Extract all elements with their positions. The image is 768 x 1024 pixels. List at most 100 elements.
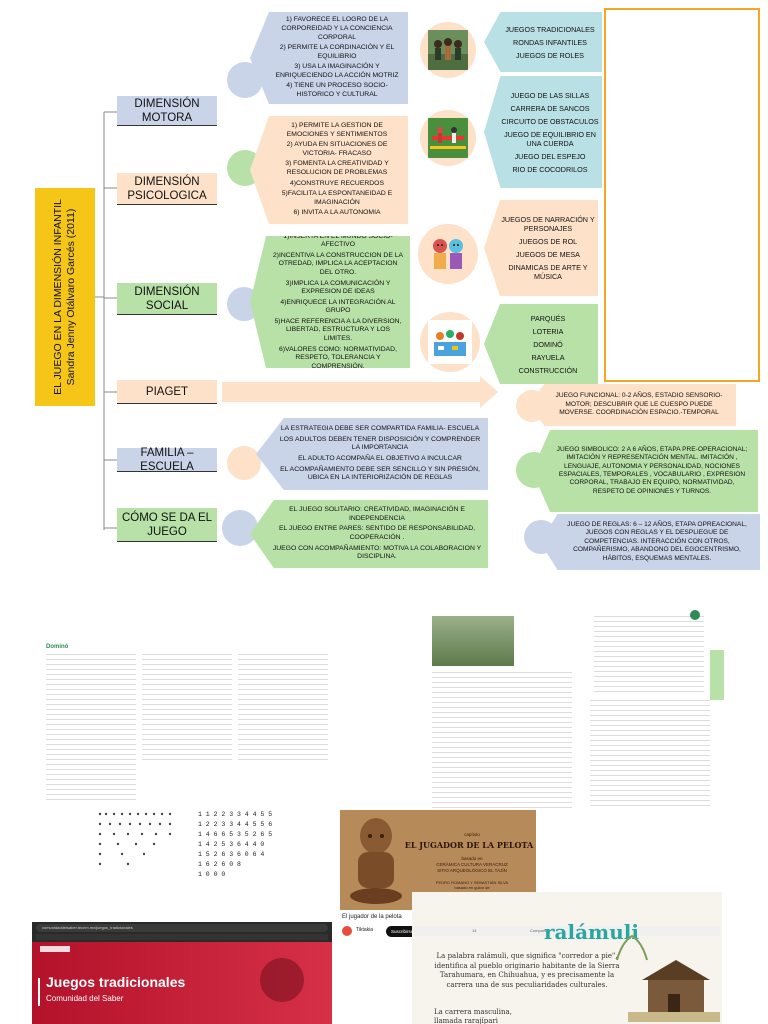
game-item: RAYUELA [531, 352, 565, 362]
familia-point: EL ADULTO ACOMPAÑA EL OBJETIVO A INCULCA… [298, 455, 462, 462]
stage-simbolico: JUEGO SIMBOLICO: 2 A 6 AÑOS, ETAPA PRE-O… [532, 430, 758, 512]
likes-count[interactable]: 14 [472, 928, 477, 933]
piaget-arrow [222, 376, 498, 408]
doc-column-3 [238, 654, 328, 764]
textbook-text-right [594, 616, 704, 696]
game-item: DOMINÓ [533, 339, 563, 349]
circuit-game-icon [428, 118, 468, 158]
motora-point: 1) FAVORECE EL LOGRO DE LA CORPOREIDAD Y… [281, 16, 393, 41]
psicologica-point: 3) FOMENTA LA CREATIVIDAD Y RESOLUCION D… [285, 160, 389, 176]
motora-points: 1) FAVORECE EL LOGRO DE LA CORPOREIDAD Y… [250, 12, 408, 104]
domino-document: Dominó 1 1 2 2 3 3 4 4 5 5 1 2 2 3 3 4 4… [42, 640, 342, 880]
games-list-3: JUEGOS DE NARRACIÓN Y PERSONAJES JUEGOS … [484, 200, 598, 296]
banner-decor-circle [260, 958, 304, 1002]
motora-point: 3) USA LA IMAGINACIÓN Y ENRIQUECIENDO LA… [275, 63, 399, 79]
book-sub-line: SITIO ARQUEOLÓGICO EL TAJÍN [437, 868, 507, 873]
title-accent-bar [38, 978, 40, 1006]
social-point: 2)INCENTIVA LA CONSTRUCCION DE LA OTREDA… [272, 251, 404, 276]
game-item: JUEGO DEL ESPEJO [514, 151, 586, 161]
familia-point: EL ACOMPAÑAMIENTO DEBE SER SENCILLO Y SI… [280, 465, 480, 482]
game-item: JUEGOS DE NARRACIÓN Y PERSONAJES [501, 215, 595, 233]
motora-point: 2) PERMITE LA CORDINACIÓN Y EL EQUILIBRI… [279, 44, 395, 60]
matrix-row: 1 4 2 5 3 6 4 4 0 [198, 841, 265, 848]
tradicionales-subtitle: Comunidad del Saber [46, 994, 124, 1003]
como-point: EL JUEGO ENTRE PARES: SENTIDO DE RESPONS… [278, 525, 476, 541]
doc-heading: Dominó [46, 644, 69, 650]
social-point: 4)ENRIQUECE LA INTEGRACIÓN AL GRUPO [280, 298, 396, 315]
psicologica-points: 1) PERMITE LA GESTION DE EMOCIONES Y SEN… [250, 116, 408, 224]
psicologica-point: 6) INVITA A LA AUTONOMIA [293, 209, 381, 217]
como-points: EL JUEGO SOLITARIO: CREATIVIDAD, IMAGINA… [250, 500, 488, 568]
textbook-spread [428, 610, 728, 820]
doc-column-1 [46, 654, 136, 804]
photo-circuit-circle [420, 110, 476, 166]
book-author-line: basado en guion de [454, 885, 490, 891]
dimension-social: DIMENSIÓN SOCIAL [117, 283, 217, 315]
book-subtitle: basado en CERÁMICA CULTURA VERACRUZ SITI… [410, 856, 534, 874]
village-illustration-icon [628, 960, 720, 1022]
game-item: JUEGO DE LAS SILLAS [510, 90, 590, 100]
plant-illustration-icon [616, 934, 648, 961]
game-item: LOTERIA [532, 326, 564, 336]
browser-address-bar[interactable]: comunidaddelsaber.tecnm.mx/juegos_tradic… [36, 924, 328, 932]
textbook-photo [432, 616, 514, 666]
matrix-row: 1 2 2 3 3 4 4 5 5 6 [198, 821, 273, 828]
dimension-familia-escuela: FAMILIA – ESCUELA [117, 447, 217, 473]
matrix-row: 1 4 6 6 5 3 5 2 6 5 [198, 831, 273, 838]
board-game-icon [428, 320, 472, 364]
games-list-2: JUEGO DE LAS SILLAS CARRERA DE SANCOS CI… [484, 76, 602, 188]
browser-window: comunidaddelsaber.tecnm.mx/juegos_tradic… [32, 922, 332, 1024]
social-point: 6)VALORES COMO: NORMATIVIDAD, RESPETO, T… [279, 345, 397, 370]
site-logo [40, 946, 70, 952]
children-playing-icon [428, 30, 468, 70]
domino-matrix: 1 1 2 2 3 3 4 4 5 5 1 2 2 3 3 4 4 5 5 6 … [198, 810, 272, 880]
stage-funcional: JUEGO FUNCIONAL: 0-2 AÑOS, ESTADIO SENSO… [528, 384, 736, 426]
familia-point: LOS ADULTOS DEBEN TENER DISPOSICIÓN Y CO… [279, 435, 481, 452]
game-item: PARQUÉS [530, 313, 566, 323]
decor-circle [222, 510, 258, 546]
psicologica-point: 4)CONSTRUYE RECUERDOS [289, 179, 385, 187]
subscribe-button[interactable]: Suscribirse [386, 926, 419, 937]
matrix-row: 1 1 2 2 3 3 4 4 5 5 [198, 811, 273, 818]
game-item: CIRCUITO DE OBSTACULOS [501, 116, 599, 126]
photo-children-circle [420, 22, 476, 78]
como-point: JUEGO CON ACOMPAÑAMIENTO: MOTIVA LA COLA… [272, 544, 482, 561]
connector-lines [95, 111, 117, 530]
psicologica-point: 2) AYUDA EN SITUACIONES DE VICTORIA- FRA… [286, 141, 388, 157]
stage-reglas: JUEGO DE REGLAS: 6 – 12 AÑOS, ETAPA OPRE… [540, 514, 760, 570]
book-cap: capítulo [464, 832, 480, 837]
motora-point: 4) TIENE UN PROCESO SOCIO- HISTORICO Y C… [286, 82, 388, 99]
share-link[interactable]: Compartir [530, 928, 548, 933]
game-item: JUEGOS TRADICIONALES [505, 24, 595, 34]
game-item: CONSTRUCCIÓN [518, 365, 578, 375]
dimension-como-se-da: CÓMO SE DA EL JUEGO [117, 508, 217, 542]
ralamuli-title: ralámuli [544, 920, 639, 944]
page-number-badge [690, 610, 700, 620]
rag-dolls-icon [433, 239, 463, 269]
decor-circle [227, 446, 261, 480]
psicologica-point: 1) PERMITE LA GESTION DE EMOCIONES Y SEN… [286, 122, 388, 138]
empty-frame [604, 8, 760, 382]
channel-name[interactable]: Tiktakia [356, 927, 374, 933]
book-title: EL JUGADOR DE LA PELOTA [404, 840, 534, 850]
dimension-motora: DIMENSIÓN MOTORA [117, 96, 217, 126]
matrix-row: 1 6 2 6 0 8 [198, 861, 241, 868]
social-point: 1)INSERTA EN EL MUNDO SOCIO-AFECTIVO [283, 232, 393, 249]
familia-point: LA ESTRATEGIA DEBE SER COMPARTIDA FAMILI… [280, 425, 480, 433]
game-item: RONDAS INFANTILES [513, 37, 587, 47]
social-points: 1)INSERTA EN EL MUNDO SOCIO-AFECTIVO 2)I… [250, 236, 410, 368]
textbook-tab [710, 650, 724, 700]
game-item: JUEGOS DE ROLES [516, 50, 584, 60]
book-author-line: PEDRO ROMANO Y SEBASTIÁN SILVA [435, 880, 509, 885]
tradicionales-title: Juegos tradicionales [46, 974, 186, 990]
ralamuli-page: 14 Compartir ralámuli La palabra ralámul… [412, 892, 722, 1024]
game-item: JUEGOS DE ROL [518, 237, 578, 246]
ralamuli-bottom-text: La carrera masculina, llamada rarajípari [434, 1008, 512, 1024]
game-item: RIO DE COCODRILOS [512, 164, 588, 174]
social-point: 3)IMPLICA LA COMUNICACIÓN Y EXPRESION DE… [285, 279, 391, 296]
ralamuli-text: La palabra ralámuli, que significa "corr… [434, 952, 620, 989]
channel-avatar[interactable] [342, 926, 352, 936]
game-item: CARRERA DE SANCOS [510, 103, 590, 113]
game-item: DINAMICAS DE ARTE Y MÚSICA [508, 263, 588, 281]
games-list-1: JUEGOS TRADICIONALES RONDAS INFANTILES J… [484, 12, 602, 72]
